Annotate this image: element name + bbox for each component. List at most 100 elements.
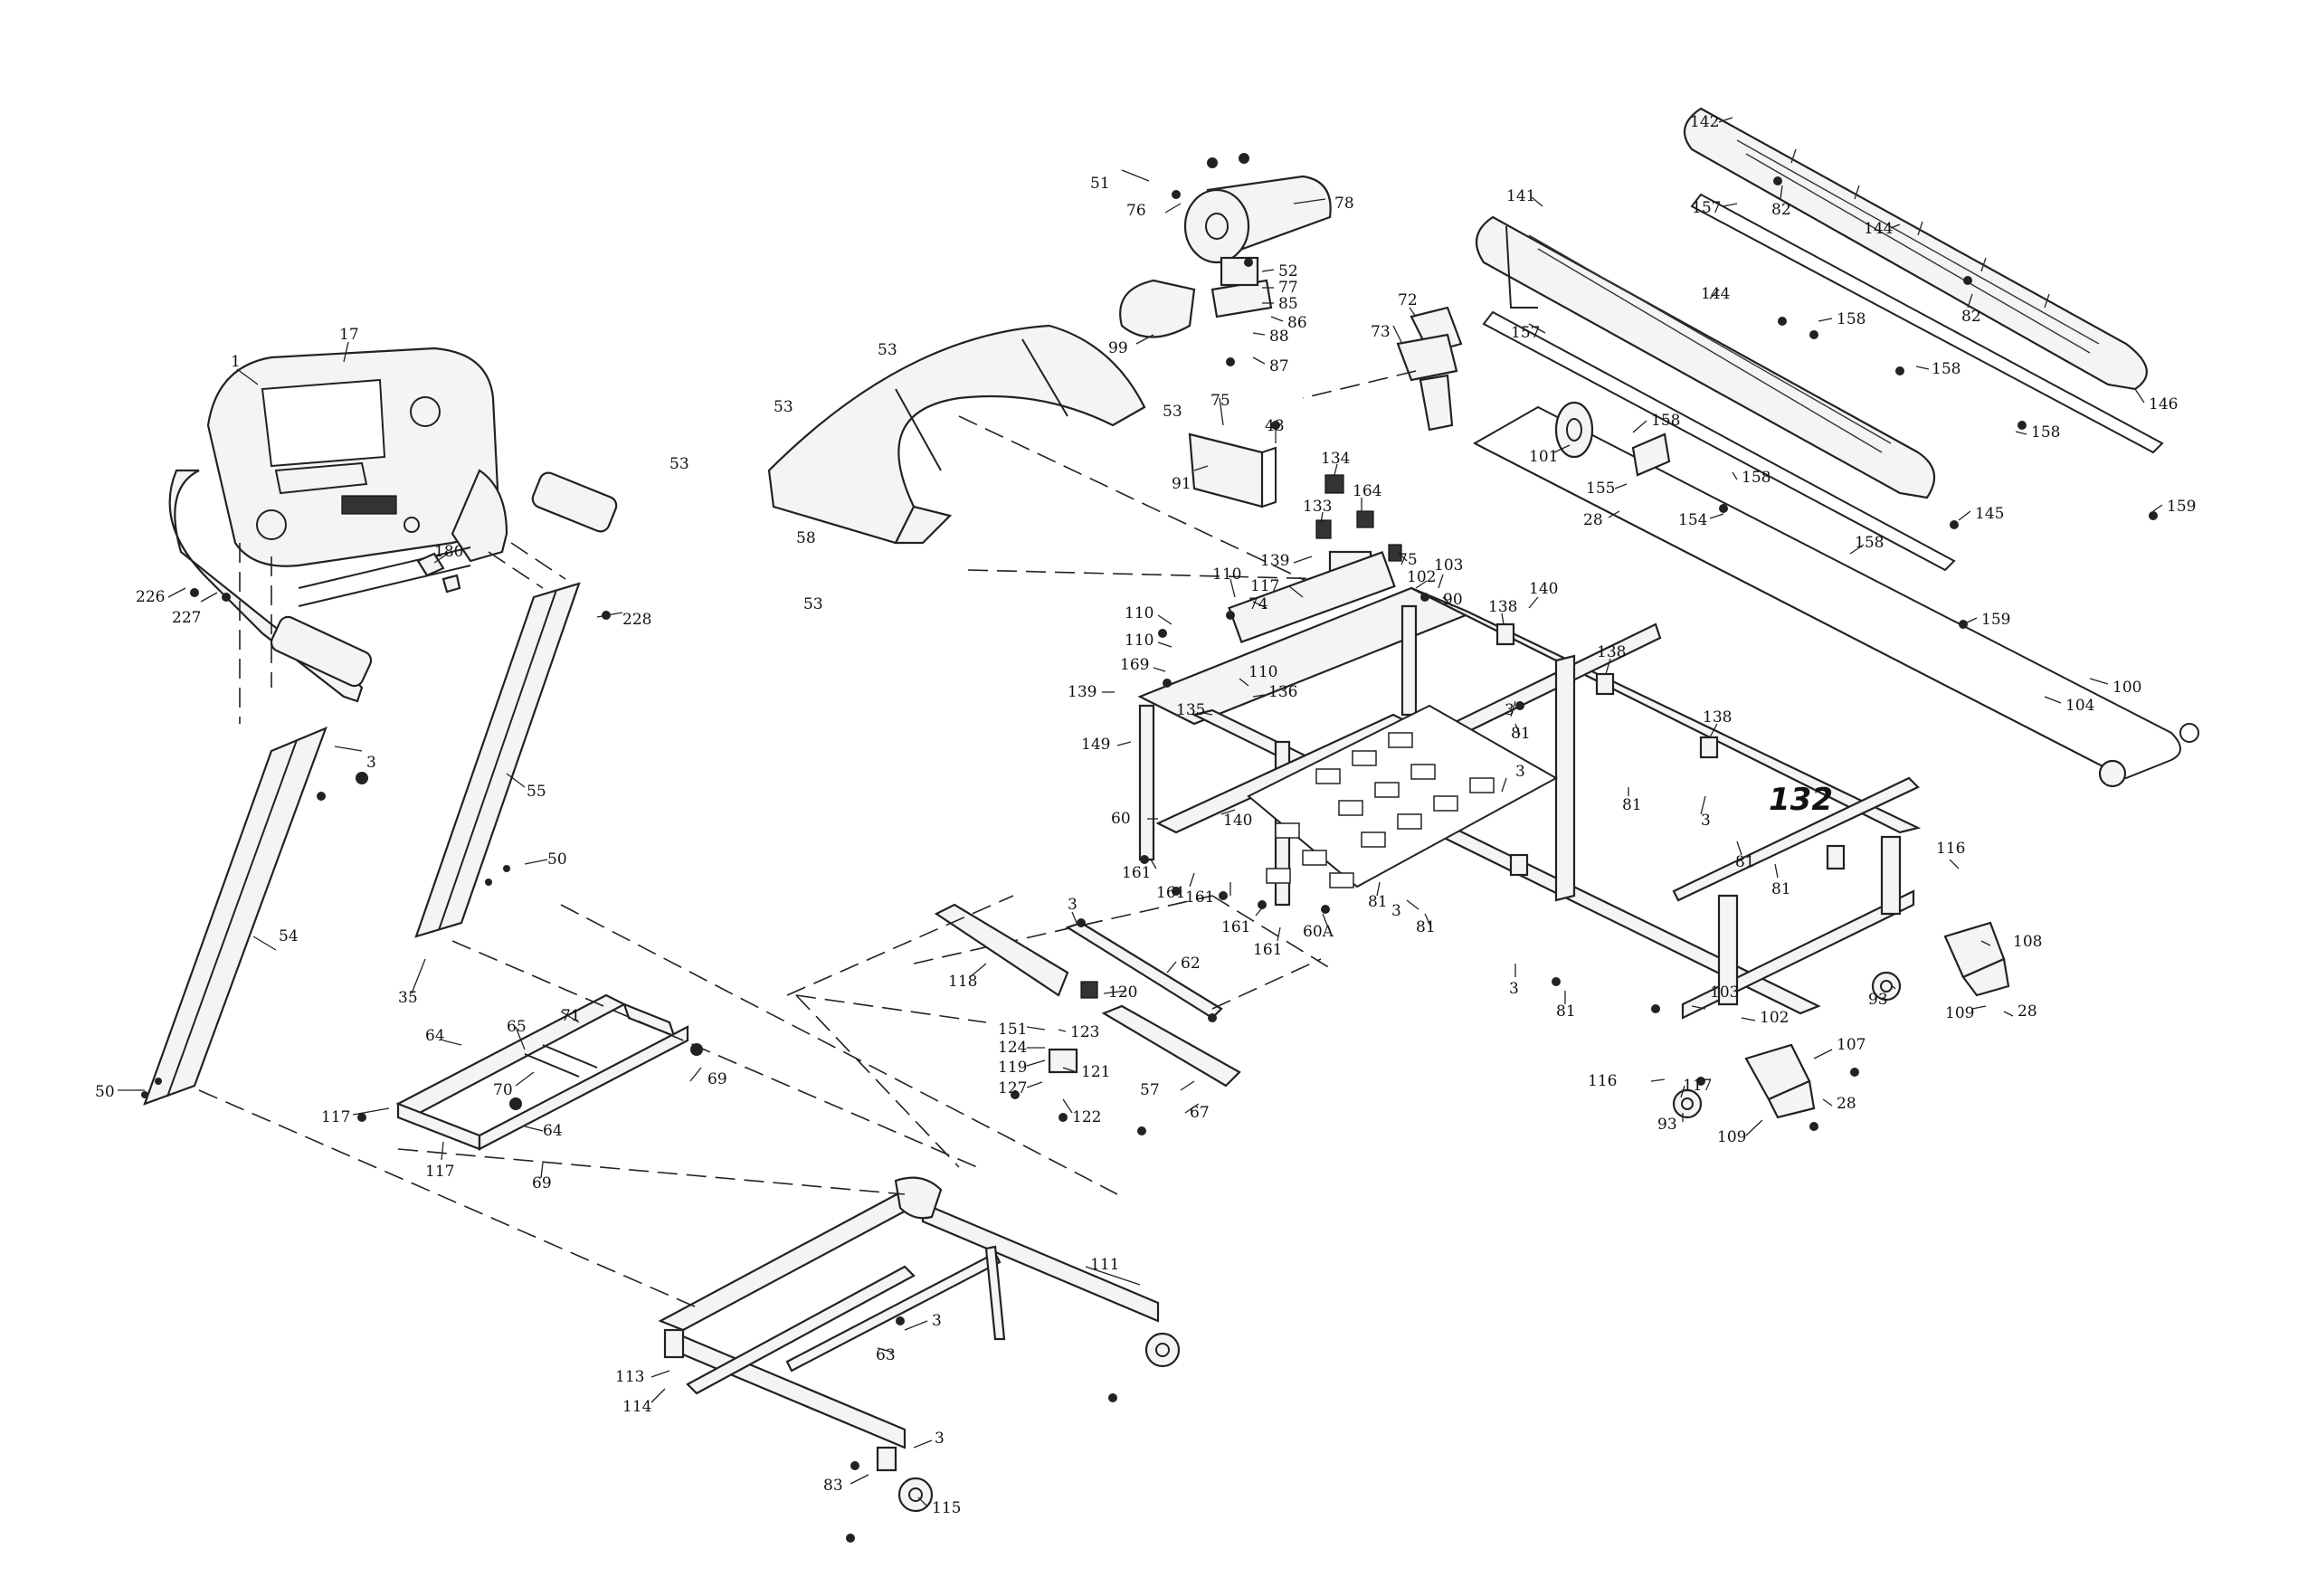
callout-161: 161 [1156, 884, 1185, 902]
callout-69: 69 [532, 1174, 552, 1192]
callout-86: 86 [1287, 314, 1307, 332]
callout-157: 157 [1511, 324, 1540, 342]
callout-103: 103 [1434, 556, 1463, 575]
incline-motor [1302, 306, 1463, 432]
right-side-rail [1683, 107, 2148, 391]
callout-117: 117 [425, 1163, 454, 1181]
callout-77: 77 [1278, 279, 1298, 297]
callout-60: 60 [1111, 810, 1131, 828]
callout-109: 109 [1945, 1004, 1974, 1022]
callout-57: 57 [1140, 1081, 1160, 1099]
callout-81: 81 [1416, 918, 1436, 936]
callout-93: 93 [1657, 1116, 1677, 1134]
callout-43: 43 [1265, 417, 1285, 435]
callout-146: 146 [2149, 395, 2178, 413]
callout-60A: 60A [1303, 923, 1334, 941]
callout-107: 107 [1837, 1036, 1866, 1054]
callout-113: 113 [615, 1368, 644, 1386]
callout-180: 180 [434, 543, 463, 561]
callout-81: 81 [1556, 1002, 1576, 1021]
callout-53: 53 [1163, 403, 1182, 421]
callout-65: 65 [507, 1018, 527, 1036]
callout-82: 82 [1771, 201, 1791, 219]
callout-51: 51 [1090, 175, 1110, 193]
callout-158: 158 [1932, 360, 1960, 378]
callout-54: 54 [279, 927, 299, 945]
callout-102: 102 [1760, 1009, 1789, 1027]
callout-139: 139 [1260, 552, 1289, 570]
callout-116: 116 [1936, 840, 1965, 858]
callout-1: 1 [231, 353, 241, 371]
callout-3: 3 [1068, 896, 1078, 914]
callout-100: 100 [2112, 679, 2141, 697]
callout-102: 102 [1407, 568, 1436, 586]
callout-85: 85 [1278, 295, 1298, 313]
callout-158: 158 [1837, 310, 1866, 328]
deck-tray [1247, 704, 1559, 888]
motor-hood [767, 324, 1313, 584]
callout-142: 142 [1690, 113, 1719, 131]
callout-122: 122 [1072, 1108, 1101, 1126]
callout-3: 3 [1515, 763, 1525, 781]
callout-144: 144 [1701, 285, 1730, 303]
callout-109: 109 [1717, 1128, 1746, 1146]
fastener-bolts [141, 153, 2158, 1543]
callout-88: 88 [1269, 328, 1289, 346]
callout-78: 78 [1334, 195, 1354, 213]
callout-145: 145 [1975, 505, 2004, 523]
callout-157: 157 [1692, 199, 1721, 217]
callout-161: 161 [1185, 888, 1214, 907]
callout-117: 117 [1250, 577, 1279, 595]
callout-76: 76 [1126, 202, 1146, 220]
callout-3: 3 [1505, 701, 1514, 719]
right-upright [414, 542, 581, 938]
callout-72: 72 [1398, 291, 1418, 309]
motor-assembly [1119, 175, 1332, 338]
rear-end-caps [1744, 921, 2010, 1119]
callout-90: 90 [1443, 591, 1463, 609]
callout-123: 123 [1070, 1023, 1099, 1041]
folding-base-frame [658, 1176, 1181, 1513]
callout-111: 111 [1090, 1256, 1119, 1274]
callout-141: 141 [1506, 187, 1535, 205]
callout-159: 159 [2167, 498, 2196, 516]
callout-227: 227 [172, 609, 201, 627]
callout-3: 3 [366, 754, 376, 772]
callout-140: 140 [1529, 580, 1558, 598]
callout-52: 52 [1278, 262, 1298, 280]
callout-55: 55 [527, 783, 546, 801]
callout-53: 53 [669, 455, 689, 473]
callout-158: 158 [2031, 423, 2060, 442]
callout-81: 81 [1771, 880, 1791, 898]
callout-117: 117 [1683, 1077, 1712, 1095]
console-assembly [168, 347, 618, 703]
callout-50: 50 [95, 1083, 115, 1101]
callout-132-handwritten: 132 [1769, 782, 1833, 818]
callout-69: 69 [707, 1070, 727, 1088]
callout-124: 124 [998, 1039, 1027, 1057]
callout-117: 117 [321, 1108, 350, 1126]
callout-151: 151 [998, 1021, 1027, 1039]
callout-136: 136 [1268, 683, 1297, 701]
callout-63: 63 [876, 1346, 896, 1364]
callout-138: 138 [1703, 708, 1732, 727]
callout-64: 64 [543, 1122, 563, 1140]
callout-82: 82 [1961, 308, 1981, 326]
callout-110: 110 [1125, 604, 1154, 622]
callout-99: 99 [1108, 339, 1128, 357]
callout-114: 114 [622, 1398, 651, 1416]
callout-228: 228 [622, 611, 651, 629]
leader-lines [118, 117, 2163, 1507]
callout-155: 155 [1586, 480, 1615, 498]
upright-base-frame [395, 993, 689, 1151]
callout-3: 3 [932, 1312, 942, 1330]
callout-81: 81 [1368, 893, 1388, 911]
callout-115: 115 [932, 1499, 961, 1517]
callout-28: 28 [1837, 1095, 1856, 1113]
callout-93: 93 [1868, 991, 1888, 1009]
callout-110: 110 [1212, 565, 1241, 584]
callout-labels: 1 17 226 227 180 228 3 55 50 54 35 50 65… [95, 113, 2196, 1517]
callout-53: 53 [878, 341, 897, 359]
callout-81: 81 [1735, 853, 1755, 871]
